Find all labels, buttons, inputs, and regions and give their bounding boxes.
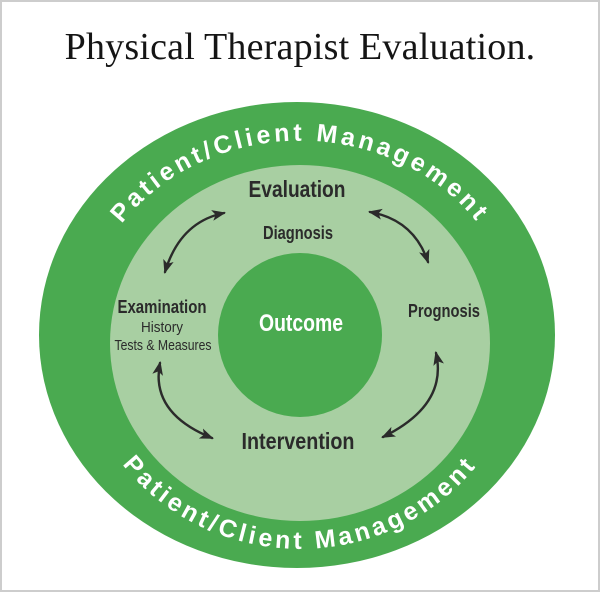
arrow-examination-evaluation (163, 210, 226, 274)
label-evaluation: Evaluation (249, 176, 346, 202)
label-diagnosis: Diagnosis (263, 222, 333, 243)
label-intervention: Intervention (242, 428, 355, 454)
arrow-evaluation-prognosis (368, 208, 430, 264)
arrow-examination-intervention (152, 361, 214, 440)
label-tests-measures: Tests & Measures (115, 337, 212, 354)
label-prognosis: Prognosis (408, 301, 480, 321)
outcome-circle (218, 253, 382, 417)
label-outcome: Outcome (259, 310, 343, 337)
page-title: Physical Therapist Evaluation. (64, 26, 536, 68)
label-history: History (141, 319, 183, 336)
cycle-arrows (152, 208, 444, 440)
label-examination: Examination (118, 297, 207, 317)
arrow-prognosis-intervention (381, 351, 444, 439)
